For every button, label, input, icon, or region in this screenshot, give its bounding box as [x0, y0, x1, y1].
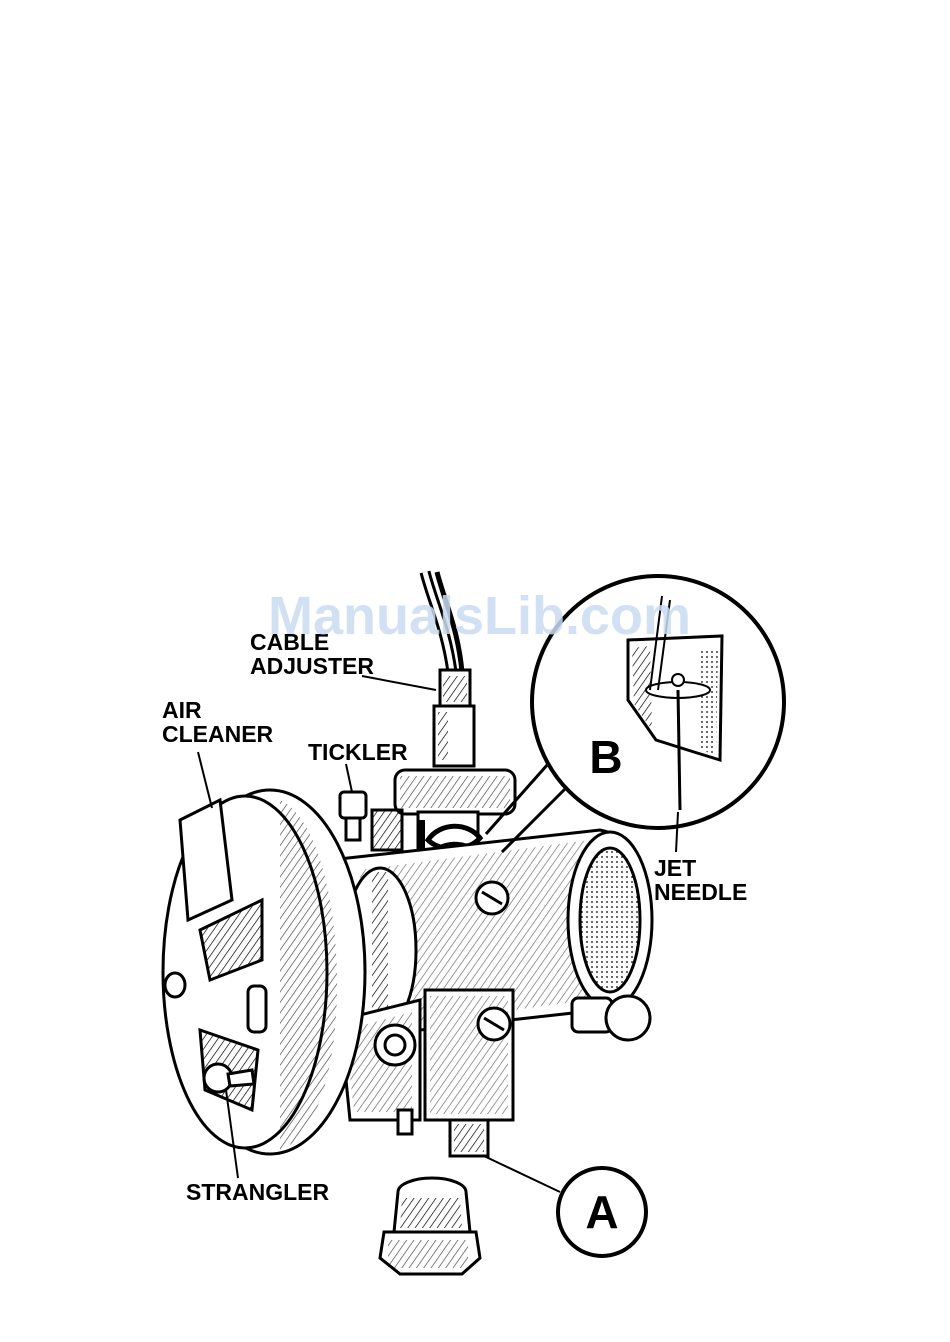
tickler-part — [340, 792, 402, 850]
callout-b-letter: B — [582, 734, 630, 780]
label-air-cleaner: AIR CLEANER — [162, 698, 273, 746]
air-cleaner-part — [163, 790, 365, 1154]
side-fitting — [572, 996, 650, 1040]
label-tickler: TICKLER — [308, 740, 408, 764]
callout-a-letter: A — [578, 1189, 626, 1235]
label-jet-needle: JET NEEDLE — [654, 856, 747, 904]
cable-adjuster-part — [434, 670, 474, 766]
watermark: ManualsLib.com — [268, 588, 691, 644]
jet-holder — [380, 1178, 480, 1274]
label-strangler: STRANGLER — [186, 1180, 329, 1204]
